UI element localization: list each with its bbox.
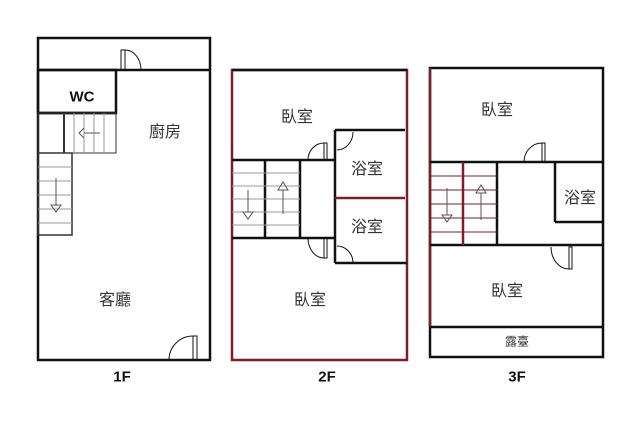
floor-label-3f: 3F (508, 368, 526, 386)
floor-label-1f: 1F (113, 368, 131, 386)
floor-2f-doors (307, 131, 354, 264)
room-label-bathroom-2: 浴室 (350, 217, 384, 236)
room-label-terrace: 露臺 (504, 334, 530, 349)
room-label-bedroom-rear: 臥室 (293, 290, 327, 309)
room-label-living-room: 客廳 (98, 290, 132, 309)
floor-1f-stairs (37, 112, 117, 236)
floor-2f-stairs (232, 172, 300, 226)
floor-3f-walls (428, 66, 605, 359)
floor-3f-stairs (430, 175, 497, 233)
room-label-bedroom-front: 臥室 (480, 100, 514, 119)
room-label-wc: WC (69, 88, 95, 106)
room-label-bedroom-rear: 臥室 (490, 281, 524, 300)
floor-label-2f: 2F (318, 368, 336, 386)
floor-2f-walls (230, 68, 409, 362)
floor-3f-doors (523, 142, 573, 270)
room-label-bedroom-front: 臥室 (280, 107, 314, 126)
floor-1f-doors (120, 49, 198, 361)
floor-1f-walls (36, 36, 212, 362)
room-label-kitchen: 廚房 (148, 122, 182, 141)
room-label-bathroom: 浴室 (563, 188, 597, 207)
room-label-bathroom-1: 浴室 (350, 159, 384, 178)
